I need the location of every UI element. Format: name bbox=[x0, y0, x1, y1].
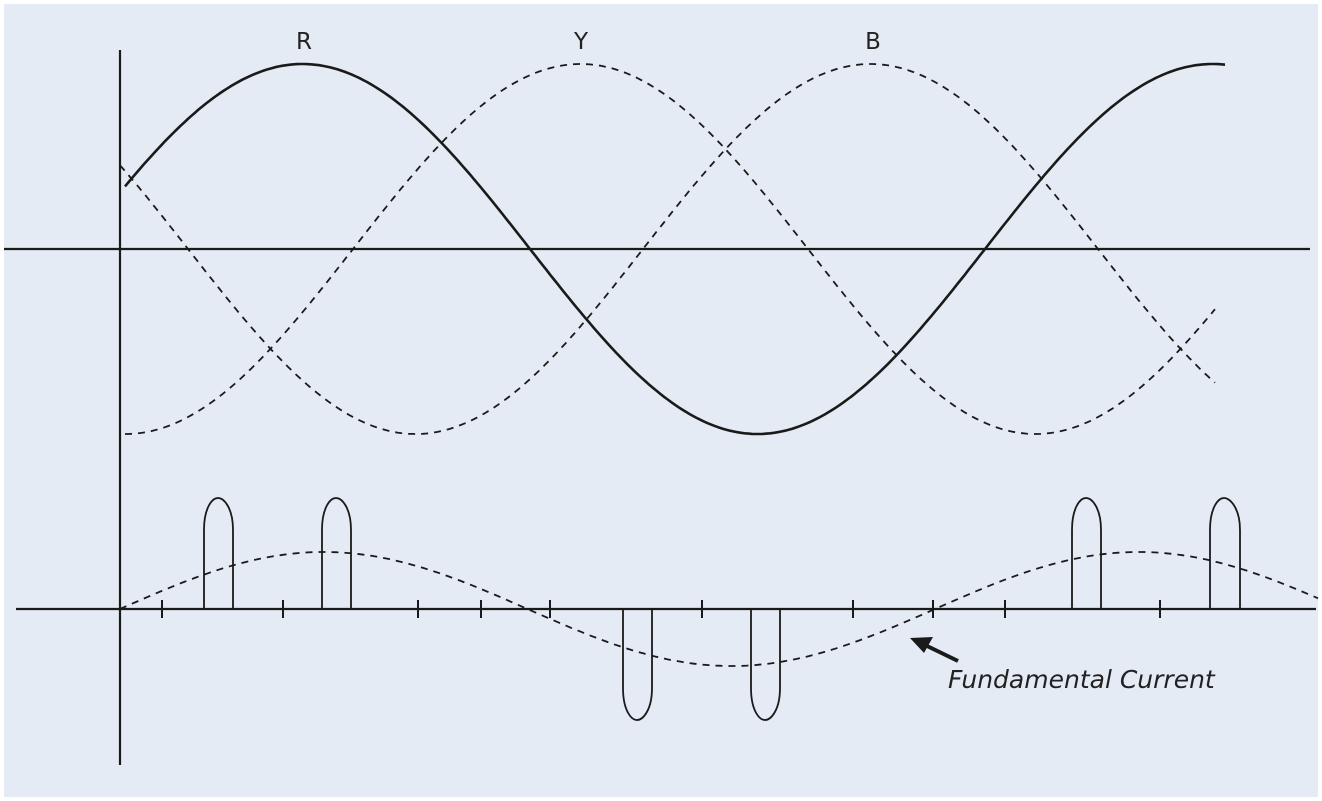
fundamental-current-waveform bbox=[119, 551, 1319, 667]
fundamental-current-label: Fundamental Current bbox=[948, 665, 1216, 694]
arrow-shaft bbox=[924, 643, 959, 663]
negative-current-pulse bbox=[622, 609, 653, 721]
annotation-arrow bbox=[910, 637, 959, 663]
phase-b-waveform bbox=[119, 63, 1216, 435]
phase-r-label: R bbox=[296, 29, 312, 55]
current-pulses bbox=[203, 497, 1241, 721]
positive-current-pulse bbox=[321, 497, 352, 609]
positive-current-pulse bbox=[1209, 497, 1241, 609]
arrow-head bbox=[910, 637, 933, 653]
phase-y-waveform bbox=[125, 63, 1216, 435]
phase-y-label: Y bbox=[573, 29, 589, 55]
negative-current-pulse bbox=[750, 609, 781, 721]
phase-b-label: B bbox=[865, 29, 881, 55]
positive-current-pulse bbox=[1071, 497, 1102, 609]
diagram-background bbox=[4, 4, 1318, 797]
positive-current-pulse bbox=[203, 497, 234, 609]
